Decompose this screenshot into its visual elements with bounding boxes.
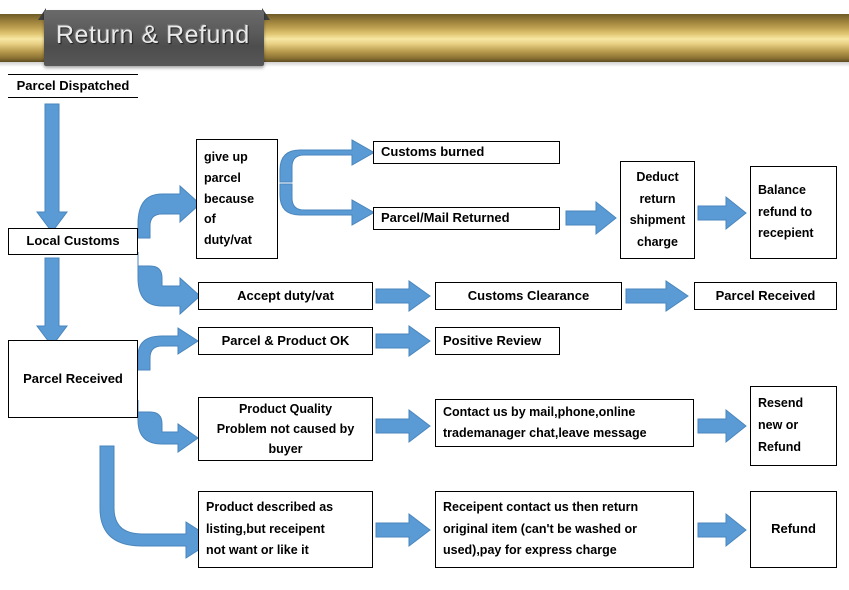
node-parcel-received-right: Parcel Received (694, 282, 837, 310)
page-title: Return & Refund (56, 21, 250, 49)
node-contact-us: Contact us by mail,phone,online trademan… (435, 399, 694, 447)
node-customs-burned-label: Customs burned (381, 144, 485, 160)
arrow-received-to-described (96, 445, 215, 559)
node-parcel-product-ok: Parcel & Product OK (198, 327, 373, 355)
arrow-quality-to-contact (375, 408, 432, 444)
node-parcel-dispatched-label: Parcel Dispatched (16, 77, 130, 93)
node-give-up-parcel-label: give up parcel because of duty/vat (204, 150, 255, 247)
arrow-accept-to-clearance (375, 280, 432, 312)
node-receipent-contact-return: Receipent contact us then return origina… (435, 491, 694, 568)
node-parcel-mail-returned-label: Parcel/Mail Returned (381, 210, 510, 226)
arrow-contact-to-resend (697, 408, 748, 444)
ribbon-body (44, 10, 264, 66)
node-balance-refund-to-recepient-label: Balance refund to recepient (758, 182, 814, 241)
node-customs-clearance: Customs Clearance (435, 282, 622, 310)
node-product-quality-problem-label: Product Quality Problem not caused by bu… (216, 402, 355, 456)
node-deduct-return-shipment-charge-label: Deduct return shipment charge (629, 170, 686, 249)
arrow-ok-to-review (375, 325, 432, 357)
node-balance-refund-to-recepient: Balance refund to recepient (750, 166, 837, 259)
arrow-giveup-split (278, 134, 378, 230)
node-local-customs: Local Customs (8, 228, 138, 255)
node-parcel-received-right-label: Parcel Received (715, 287, 816, 303)
header-bar-shadow (0, 62, 849, 67)
arrow-received-to-quality (137, 400, 202, 462)
node-product-quality-problem: Product Quality Problem not caused by bu… (198, 397, 373, 461)
node-give-up-parcel: give up parcel because of duty/vat (196, 139, 278, 259)
node-customs-clearance-label: Customs Clearance (467, 287, 590, 303)
arrow-customs-to-received (36, 257, 68, 348)
node-parcel-received-left-label: Parcel Received (23, 370, 123, 386)
arrow-customs-to-giveup (137, 168, 204, 239)
arrow-deduct-to-balance (697, 195, 748, 231)
arrow-received-to-ok (137, 322, 202, 371)
arrow-returned-to-deduct (565, 200, 618, 236)
arrow-return-to-refund (697, 512, 748, 548)
node-deduct-return-shipment-charge: Deduct return shipment charge (620, 161, 695, 259)
ribbon-tab-left-icon (38, 8, 46, 20)
node-local-customs-label: Local Customs (26, 233, 120, 249)
node-refund-label: Refund (771, 521, 816, 537)
node-parcel-received-left: Parcel Received (8, 340, 138, 418)
node-receipent-contact-return-label: Receipent contact us then return origina… (443, 499, 639, 558)
arrow-described-to-return (375, 512, 432, 548)
node-contact-us-label: Contact us by mail,phone,online trademan… (443, 405, 647, 440)
node-customs-burned: Customs burned (373, 141, 560, 164)
arrow-dispatched-to-customs (36, 103, 68, 234)
node-resend-new-or-refund-label: Resend new or Refund (758, 396, 804, 454)
header-ribbon: Return & Refund (38, 8, 270, 66)
node-refund: Refund (750, 491, 837, 568)
node-accept-duty-vat: Accept duty/vat (198, 282, 373, 310)
node-product-described-as-listing: Product described as listing,but receipe… (198, 491, 373, 568)
node-resend-new-or-refund: Resend new or Refund (750, 386, 837, 466)
arrow-customs-to-accept (137, 252, 204, 316)
arrow-clearance-to-received (625, 280, 690, 312)
node-positive-review-label: Positive Review (443, 332, 542, 348)
node-parcel-mail-returned: Parcel/Mail Returned (373, 207, 560, 230)
node-positive-review: Positive Review (435, 327, 560, 355)
node-parcel-dispatched: Parcel Dispatched (8, 74, 138, 98)
ribbon-tab-right-icon (262, 8, 270, 20)
node-product-described-as-listing-label: Product described as listing,but receipe… (206, 499, 334, 558)
node-parcel-product-ok-label: Parcel & Product OK (221, 332, 350, 348)
node-accept-duty-vat-label: Accept duty/vat (237, 287, 334, 303)
